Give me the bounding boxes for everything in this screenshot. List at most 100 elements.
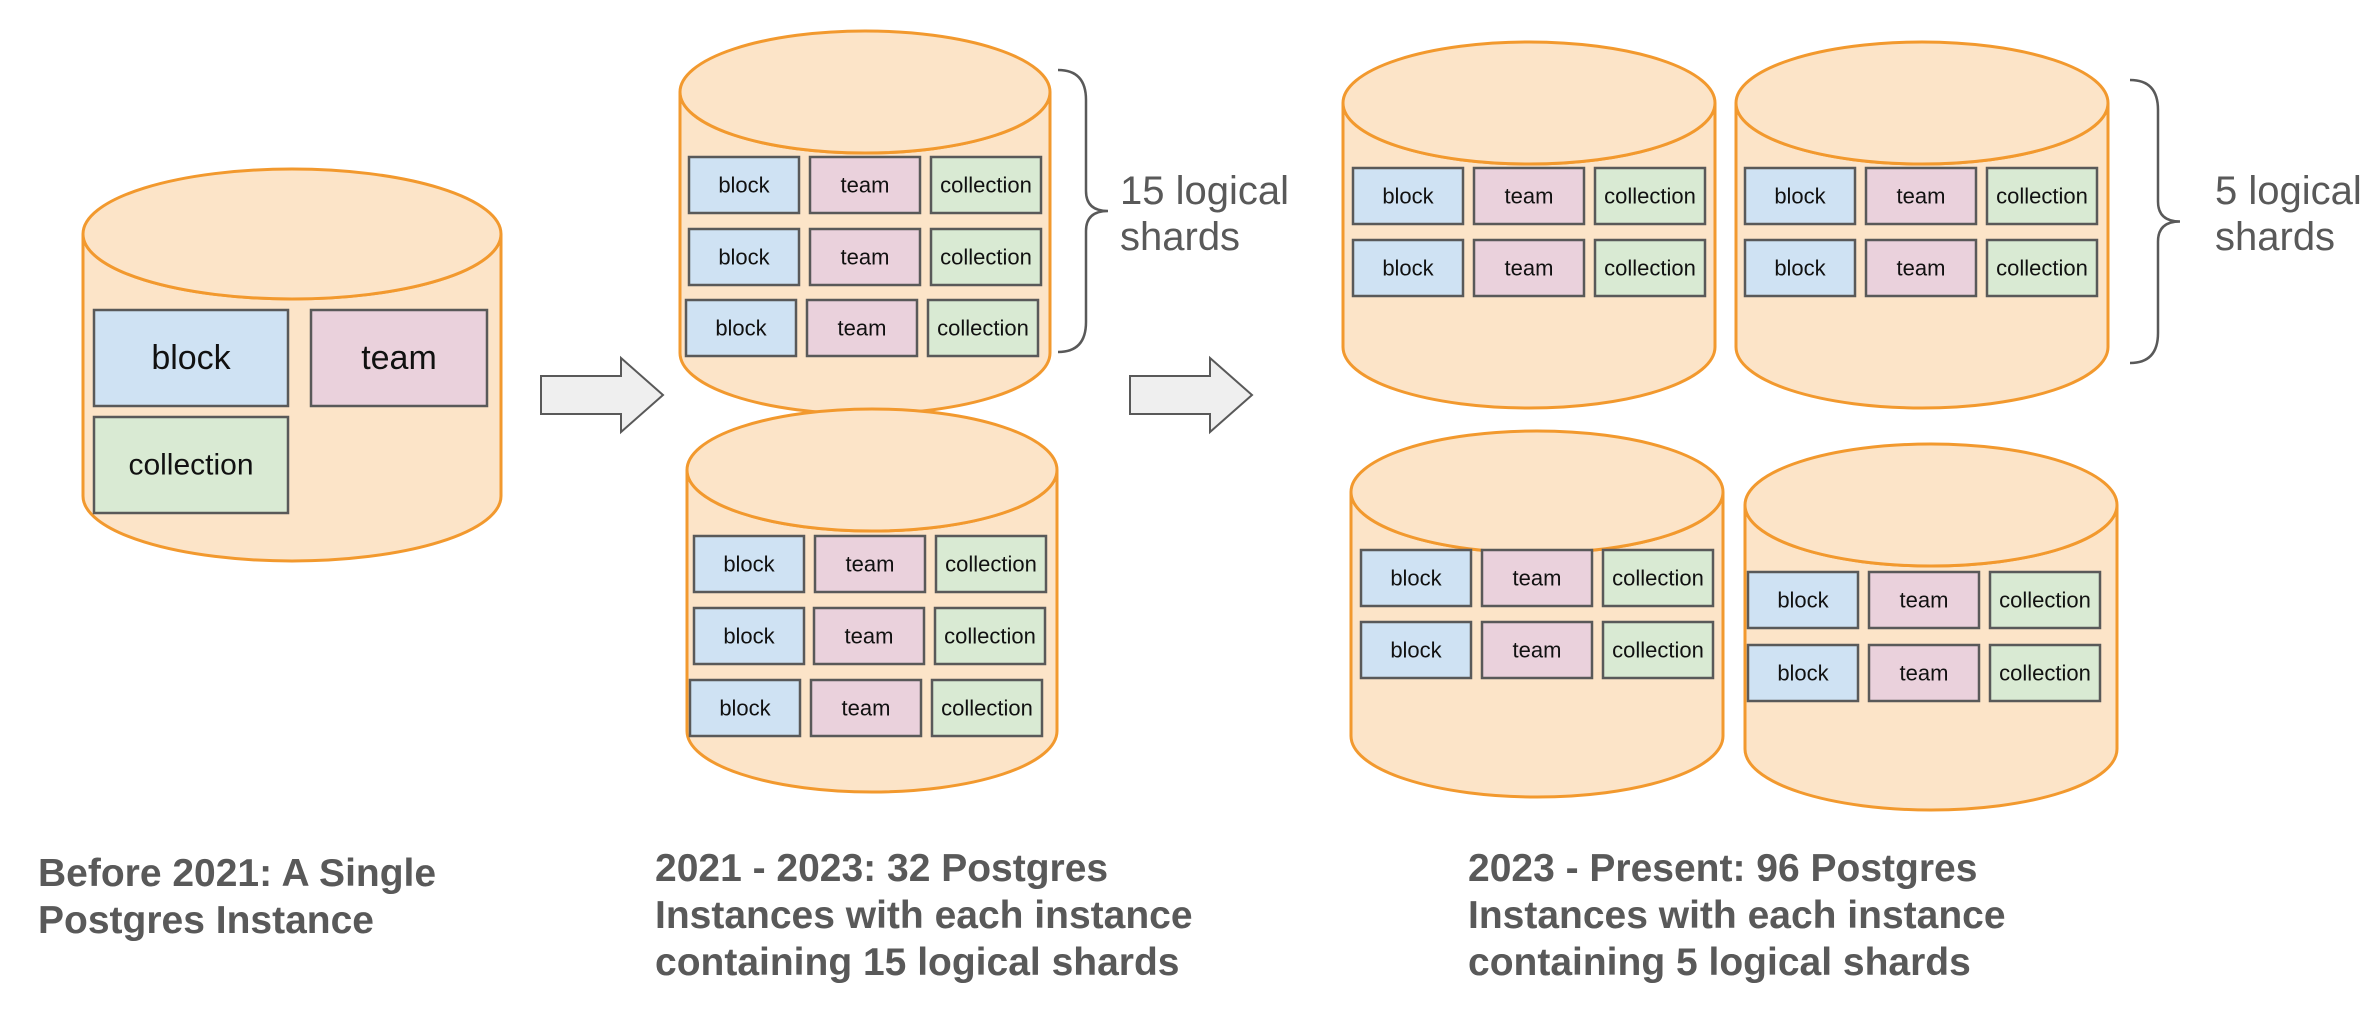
collection-table-box	[1593, 166, 1707, 226]
collection-table-box	[930, 678, 1044, 738]
team-table: team	[809, 678, 923, 738]
caption-2021-2023: 2021 - 2023: 32 Postgres Instances with …	[655, 845, 1193, 986]
team-table-label: team	[1897, 256, 1946, 281]
block-table-box	[1359, 548, 1473, 608]
caption-before-2021: Before 2021: A Single Postgres Instance	[38, 850, 436, 944]
team-table-label: team	[1900, 588, 1949, 613]
team-table-box	[1472, 238, 1586, 298]
block-table: block	[1746, 570, 1860, 630]
block-table-label: block	[1777, 588, 1829, 613]
block-table: block	[1359, 548, 1473, 608]
collection-table-label: collection	[940, 173, 1032, 198]
block-table-box	[1359, 620, 1473, 680]
brace-label-line: 5 logical	[2215, 169, 2362, 213]
collection-table: collection	[929, 227, 1043, 287]
collection-table: collection	[933, 606, 1047, 666]
brace-label-line: shards	[1120, 215, 1240, 259]
block-table: block	[1743, 166, 1857, 226]
cylinder-top	[81, 167, 503, 301]
collection-table-label: collection	[1996, 184, 2088, 209]
team-table-box	[812, 606, 926, 666]
collection-table-box	[1593, 238, 1707, 298]
block-table-box	[92, 308, 290, 408]
team-table-box	[1480, 548, 1594, 608]
team-table: team	[805, 298, 919, 358]
curly-brace-icon	[1057, 68, 1109, 354]
block-table-box	[692, 606, 806, 666]
team-table-label: team	[845, 624, 894, 649]
block-table-box	[1351, 238, 1465, 298]
team-table: team	[808, 155, 922, 215]
team-table: team	[1864, 166, 1978, 226]
collection-table: collection	[934, 534, 1048, 594]
caption-line: containing 15 logical shards	[655, 941, 1180, 984]
collection-table: collection	[1985, 238, 2099, 298]
block-table-label: block	[718, 173, 770, 198]
caption-2023-present: 2023 - Present: 96 Postgres Instances wi…	[1468, 845, 2006, 986]
cylinder-top	[678, 29, 1052, 155]
collection-table-box	[1601, 620, 1715, 680]
cylinder-top	[1743, 442, 2119, 568]
team-table: team	[1864, 238, 1978, 298]
team-table-label: team	[841, 245, 890, 270]
brace-label-line: shards	[2215, 215, 2335, 259]
block-table-box	[1351, 166, 1465, 226]
block-table-box	[1746, 643, 1860, 703]
block-table-box	[688, 678, 802, 738]
collection-table-label: collection	[1612, 566, 1704, 591]
block-table-label: block	[715, 316, 767, 341]
caption-line: Instances with each instance	[655, 894, 1193, 937]
collection-table-label: collection	[128, 449, 253, 482]
team-table: team	[813, 534, 927, 594]
block-table-box	[1743, 166, 1857, 226]
cylinder-top	[1734, 40, 2110, 166]
collection-table: collection	[1988, 643, 2102, 703]
caption-line: 2023 - Present: 96 Postgres	[1468, 847, 1978, 890]
collection-table-label: collection	[1604, 184, 1696, 209]
caption-line: Instances with each instance	[1468, 894, 2006, 937]
team-table-box	[1472, 166, 1586, 226]
block-table-label: block	[723, 624, 775, 649]
block-table-label: block	[1774, 184, 1826, 209]
block-table-box	[687, 155, 801, 215]
block-table: block	[1351, 238, 1465, 298]
block-table-label: block	[151, 339, 231, 377]
collection-table-label: collection	[945, 552, 1037, 577]
team-table-box	[309, 308, 489, 408]
caption-line: 2021 - 2023: 32 Postgres	[655, 847, 1109, 890]
collection-table: collection	[930, 678, 1044, 738]
team-table-label: team	[1513, 638, 1562, 663]
collection-table: collection	[1601, 548, 1715, 608]
block-table: block	[1743, 238, 1857, 298]
collection-table-box	[929, 227, 1043, 287]
block-table-box	[1743, 238, 1857, 298]
block-table-label: block	[1777, 661, 1829, 686]
team-table-label: team	[842, 696, 891, 721]
block-table: block	[687, 155, 801, 215]
collection-table-label: collection	[944, 624, 1036, 649]
block-table-box	[1746, 570, 1860, 630]
team-table-box	[1864, 166, 1978, 226]
block-table-label: block	[1390, 566, 1442, 591]
transition-arrow-icon	[1129, 355, 1254, 435]
team-table-box	[805, 298, 919, 358]
team-table: team	[1472, 166, 1586, 226]
collection-table: collection	[1988, 570, 2102, 630]
collection-table-label: collection	[1604, 256, 1696, 281]
block-table: block	[92, 308, 290, 408]
team-table-box	[1864, 238, 1978, 298]
collection-table-box	[1985, 238, 2099, 298]
team-table-label: team	[846, 552, 895, 577]
block-table: block	[687, 227, 801, 287]
collection-table-box	[934, 534, 1048, 594]
collection-table: collection	[1593, 238, 1707, 298]
block-table: block	[1746, 643, 1860, 703]
arrows-layer	[540, 355, 1254, 435]
